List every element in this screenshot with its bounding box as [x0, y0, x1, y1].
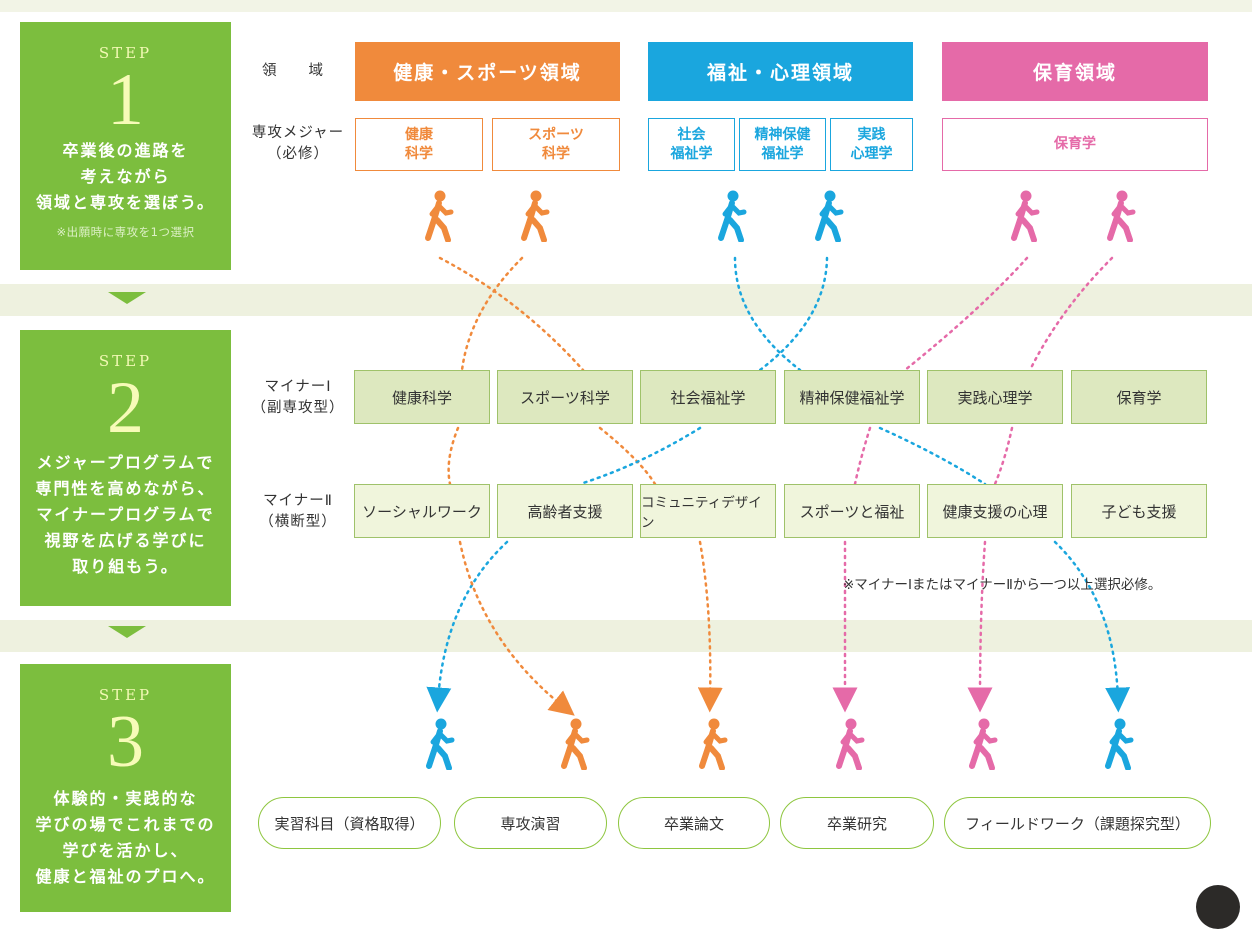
- walker-icon: [520, 190, 550, 243]
- practice-graduation-research: 卒業研究: [780, 797, 934, 849]
- top-band: [0, 0, 1252, 12]
- major-mental-health-welfare: 精神保健 福祉学: [739, 118, 826, 171]
- domain-welfare-psychology: 福祉・心理領域: [648, 42, 913, 101]
- path-sports-to-health: [460, 256, 524, 372]
- path-child-to-psych: [1028, 256, 1114, 372]
- walker-icon: [717, 190, 747, 243]
- step-2-number: 2: [107, 367, 144, 449]
- practice-major-seminar: 専攻演習: [454, 797, 607, 849]
- walker-icon: [1106, 190, 1136, 243]
- step-1-number: 1: [107, 59, 144, 141]
- step-1-text: 卒業後の進路を 考えながら 領域と専攻を選ぼう。: [35, 141, 216, 212]
- path-health-to-sports: [438, 256, 585, 372]
- major-childcare: 保育学: [942, 118, 1208, 171]
- down-arrow-2-icon: [108, 626, 146, 638]
- minor1-practical-psychology: 実践心理学: [927, 370, 1063, 424]
- minor1-social-welfare: 社会福祉学: [640, 370, 776, 424]
- step-2-label: STEP: [98, 352, 153, 370]
- down-arrow-1-icon: [108, 292, 146, 304]
- step-2-box: STEP 2 メジャープログラムで 専門性を高めながら、 マイナープログラムで …: [20, 330, 231, 606]
- minor-requirement-note: ※マイナーⅠまたはマイナーⅡから一つ以上選択必修。: [843, 577, 1162, 593]
- major-sports-science: スポーツ 科学: [492, 118, 620, 171]
- path-health-to-seminar-arrow: [458, 540, 575, 716]
- walker-icon: [424, 190, 454, 243]
- path-m1-health-down: [447, 426, 460, 486]
- minor2-child-support: 子ども支援: [1071, 484, 1207, 538]
- minor2-elderly-support: 高齢者支援: [497, 484, 633, 538]
- row-label-domain: 領 域: [262, 63, 324, 79]
- path-m1-psych-to-health-support: [993, 426, 1014, 486]
- major-health-science: 健康 科学: [355, 118, 483, 171]
- path-child-to-mental: [903, 256, 1029, 372]
- minor2-sports-and-welfare: スポーツと福祉: [784, 484, 920, 538]
- major-social-welfare: 社会 福祉学: [648, 118, 735, 171]
- domain-childcare: 保育領域: [942, 42, 1208, 101]
- path-socialwork-arrow: [426, 540, 509, 713]
- step-1-box: STEP 1 卒業後の進路を 考えながら 領域と専攻を選ぼう。 ※出願時に専攻を…: [20, 22, 231, 270]
- practice-internship: 実習科目（資格取得）: [258, 797, 441, 849]
- walker-icon: [968, 718, 998, 771]
- walker-icon: [1104, 718, 1134, 771]
- practice-fieldwork: フィールドワーク（課題探究型）: [944, 797, 1211, 849]
- minor1-health-science: 健康科学: [354, 370, 490, 424]
- minor1-sports-science: スポーツ科学: [497, 370, 633, 424]
- separator-band-2: [0, 620, 1252, 652]
- walker-icon: [814, 190, 844, 243]
- path-m1-sports-to-community: [598, 426, 657, 486]
- minor1-mental-health-welfare: 精神保健福祉学: [784, 370, 920, 424]
- walker-icon: [425, 718, 455, 771]
- step-3-number: 3: [107, 701, 144, 783]
- domain-health-sports: 健康・スポーツ領域: [355, 42, 620, 101]
- minor2-community-design: コミュニティデザイン: [640, 484, 776, 538]
- path-community-arrow: [697, 540, 723, 713]
- minor2-social-work: ソーシャルワーク: [354, 484, 490, 538]
- path-m1-mental-to-health-support: [878, 426, 987, 486]
- minor1-childcare: 保育学: [1071, 370, 1207, 424]
- row-label-major: 専攻メジャー （必修）: [251, 125, 345, 162]
- step-2-text: メジャープログラムで 専門性を高めながら、 マイナープログラムで 視野を広げる学…: [35, 453, 216, 576]
- path-healthsupport-arrow: [967, 540, 993, 713]
- avatar: [1196, 885, 1240, 929]
- step-3-text: 体験的・実践的な 学びの場でこれまでの 学びを活かし、 健康と福祉のプロへ。: [35, 789, 216, 886]
- path-welfare-to-mental: [733, 256, 802, 372]
- walker-icon: [835, 718, 865, 771]
- path-m1-mental-to-sportswelfare: [853, 426, 872, 486]
- path-child-support-arrow: [1053, 540, 1131, 713]
- path-m1-welfare-to-elderly: [578, 426, 702, 486]
- step-3-box: STEP 3 体験的・実践的な 学びの場でこれまでの 学びを活かし、 健康と福祉…: [20, 664, 231, 912]
- separator-band-1: [0, 284, 1252, 316]
- step-1-label: STEP: [98, 44, 153, 62]
- path-mental-to-welfare: [758, 256, 829, 372]
- minor2-health-support-psychology: 健康支援の心理: [927, 484, 1063, 538]
- walker-icon: [560, 718, 590, 771]
- walker-icon: [698, 718, 728, 771]
- step-1-note: ※出願時に専攻を1つ選択: [56, 225, 195, 239]
- practice-graduation-thesis: 卒業論文: [618, 797, 770, 849]
- step-3-label: STEP: [98, 686, 153, 704]
- walker-icon: [1010, 190, 1040, 243]
- major-practical-psychology: 実践 心理学: [830, 118, 913, 171]
- row-label-minor2: マイナーⅡ （横断型）: [259, 493, 337, 530]
- row-label-minor1: マイナーⅠ （副専攻型）: [251, 379, 345, 416]
